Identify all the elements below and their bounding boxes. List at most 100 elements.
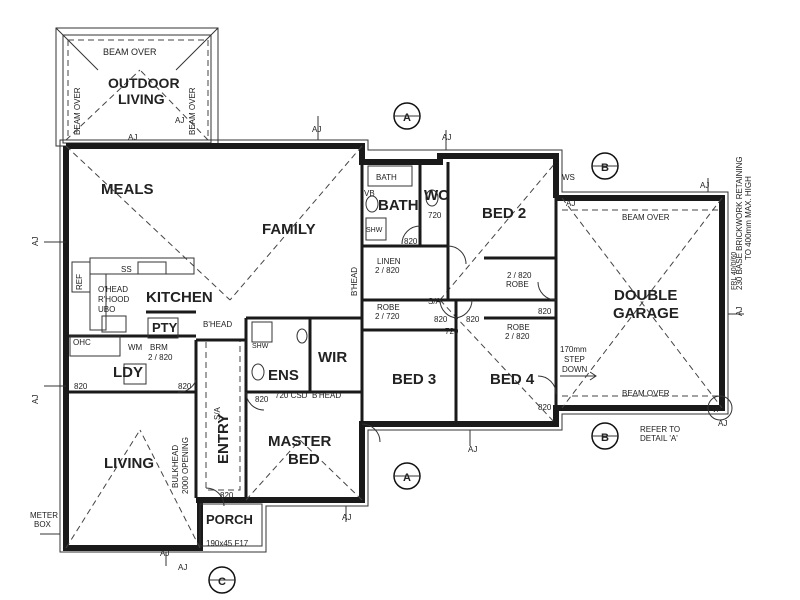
garage-beam-over-top: BEAM OVER [622,213,670,222]
laundry-label: LDY [113,364,143,381]
bulkhead-label: B'HEAD [203,320,232,329]
section-marker-b-top: B [591,152,619,180]
family-label: FAMILY [262,221,316,238]
section-marker-a-bottom: A [393,462,421,490]
step-down-arrow [560,371,597,381]
aj-label: AJ [128,133,137,142]
porch-outline [199,503,263,547]
master-bed-label: MASTER [268,433,332,450]
door-width-label: 820 [178,382,192,391]
door-width-label: 820 [404,237,418,246]
step-label: 170mm [560,345,587,354]
overhead-cupboard-label: OHC [73,338,91,347]
door-width-label: 820 [220,491,234,500]
aj-label: AJ [31,237,40,246]
aj-label: AJ [160,549,169,558]
overhead-label: O'HEAD [98,285,128,294]
shower-label: SHW [366,227,383,234]
oven-label: UBO [98,305,115,314]
rangehood-label: R'HOOD [98,295,130,304]
roof-hip-lines [65,145,723,549]
outdoor-living-label-2: LIVING [118,91,165,107]
linen-label: LINEN [377,257,401,266]
aj-label: AJ [442,133,451,142]
ensuite-label: ENS [268,367,299,384]
ws-label: WS [562,173,575,182]
pantry-label: PTY [152,320,178,335]
outdoor-living-label: OUTDOOR [108,75,180,91]
door-width-label: 720 [428,211,442,220]
aj-label: AJ [718,419,727,428]
refer-label-2: DETAIL 'A' [640,434,678,443]
bulkhead-master-label: B'HEAD [312,391,341,400]
step-label-3: DOWN [562,365,588,374]
aj-label: AJ [342,513,351,522]
door-width-label: 820 [74,382,88,391]
beam-over-label: BEAM OVER [188,87,197,135]
robe-bed4-label: ROBE [507,323,530,332]
door-width-label: 820 [255,395,269,404]
bed4-label: BED 4 [490,371,535,388]
aj-label: AJ [700,181,709,190]
bed2-label: BED 2 [482,205,526,222]
washing-machine-label: WM [128,343,143,352]
living-label: LIVING [104,455,154,472]
double-garage-label: DOUBLE [614,287,677,304]
meter-box-label: METER [30,511,58,520]
section-marker-b-bottom: B [591,422,619,450]
aj-label: AJ [566,199,575,208]
kitchen-label: KITCHEN [146,289,213,306]
retaining-label: 230 BASE BRICKWORK RETAINING [735,156,744,290]
aj-label: AJ [468,445,477,454]
wc-label: WC [424,187,449,204]
bulkhead-opening-label-2: 2000 OPENING [181,437,190,494]
robe-bed3-label: ROBE [377,303,400,312]
robe-bed2-size-label: 2 / 820 [507,271,532,280]
bathroom-fixtures [69,165,439,385]
smoke-alarm-label: S/A [428,297,442,306]
section-marker-a-top: A [393,102,421,130]
broom-size-label: 2 / 820 [148,353,173,362]
door-width-label: 820 [538,307,552,316]
bulkhead-hall-label: B'HEAD [350,267,359,296]
door-width-label: 820 [434,315,448,324]
sink-label: SS [121,265,132,274]
robe-bed4-size-label: 2 / 820 [505,332,530,341]
frl-label: FRL 40/0/60 [731,252,738,290]
door-width-label: 720 [445,327,459,336]
svg-text:B: B [601,162,609,174]
entry-outline [196,338,246,491]
porch-post-label: 190x45 F17 [206,539,249,548]
linen-size-label: 2 / 820 [375,266,400,275]
beam-over-label: BEAM OVER [103,47,157,57]
vp-label: VP [712,407,722,414]
beam-over-label: BEAM OVER [73,87,82,135]
bath-tub-label: BATH [376,173,397,182]
vanity-label: VB [364,189,375,198]
detail-a-marker [707,395,733,421]
master-bed-label-2: BED [288,451,320,468]
door-width-label: 820 [466,315,480,324]
robe-bed3-size-label: 2 / 720 [375,312,400,321]
bulkhead-opening-label: BULKHEAD [171,445,180,488]
aj-label: AJ [312,125,321,134]
step-label-2: STEP [564,355,585,364]
svg-text:C: C [218,576,226,588]
section-marker-c: C [208,566,236,594]
kitchen-benches [71,257,195,339]
door-width-label: 720 CSD [275,391,308,400]
meter-box-label-2: BOX [34,520,52,529]
entry-label: ENTRY [215,414,232,464]
double-garage-label-2: GARAGE [613,305,679,322]
aj-label: AJ [175,116,184,125]
aj-tick-marks [40,116,744,566]
aj-label: AJ [178,563,187,572]
aj-label: AJ [735,307,744,316]
refer-label: REFER TO [640,425,680,434]
porch-label: PORCH [206,512,253,527]
meals-label: MEALS [101,181,154,198]
svg-text:A: A [403,112,411,124]
bed3-label: BED 3 [392,371,436,388]
robe-bed2-label: ROBE [506,280,529,289]
